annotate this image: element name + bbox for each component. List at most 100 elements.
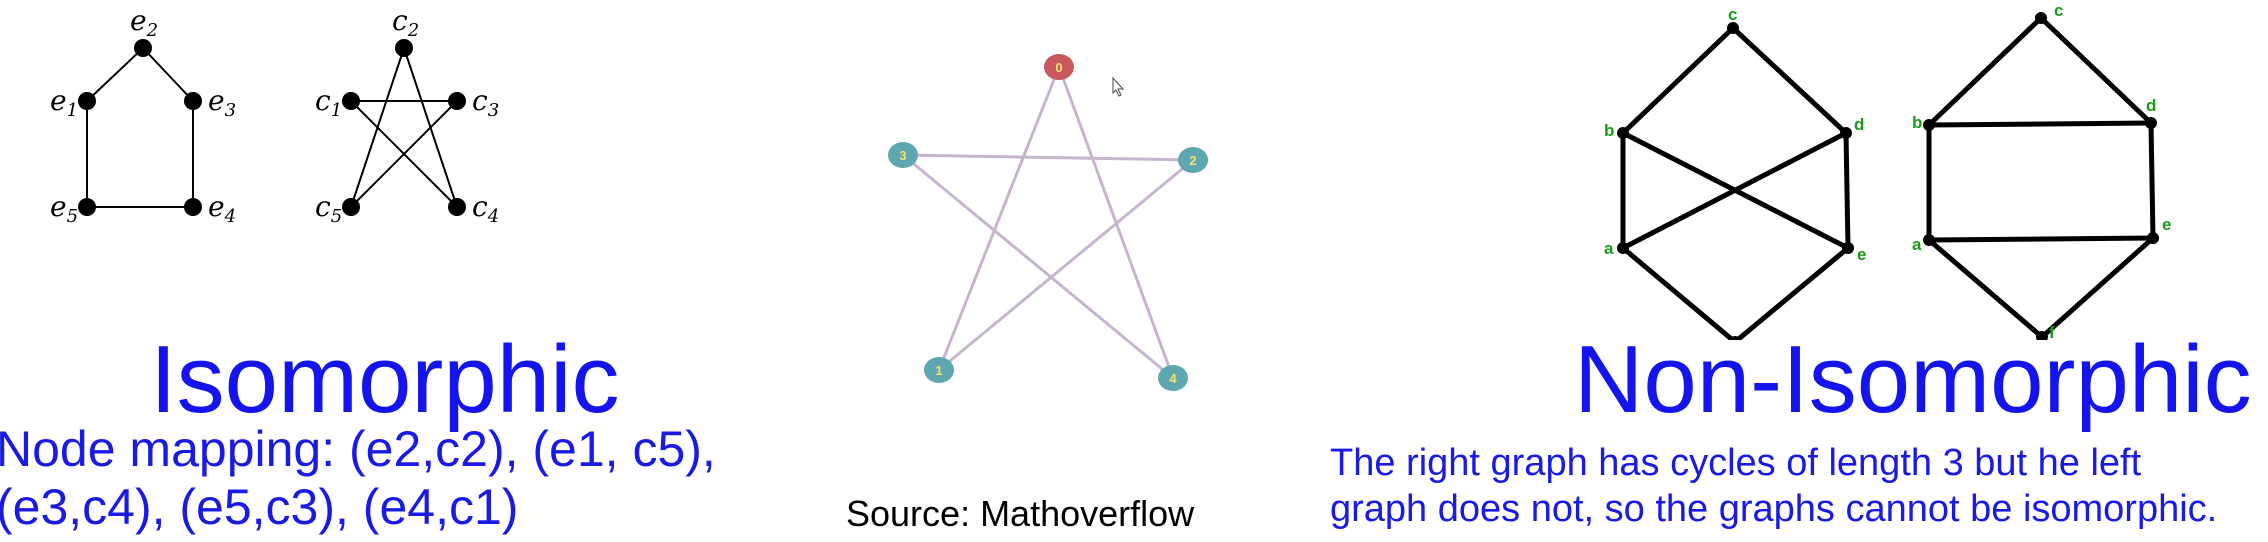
edge-3-4 (902, 153, 1174, 380)
node-e2 (134, 39, 152, 57)
node-c2 (395, 39, 413, 57)
node-4: 4 (1158, 365, 1188, 391)
label-c5: c5 (315, 190, 342, 227)
node-e3 (184, 92, 202, 110)
label-e3: e3 (208, 84, 236, 121)
label-c2: c2 (392, 4, 419, 41)
edge-l-e-f (1733, 245, 1851, 340)
node-e4 (184, 198, 202, 216)
edge-r-d-e (2148, 120, 2156, 241)
label-r-f: f (2049, 323, 2055, 340)
edge-r-c-b (1926, 15, 2044, 128)
label-c4: c4 (472, 190, 499, 227)
node-mapping-text: Node mapping: (e2,c2), (e1, c5), (e3,c4)… (0, 420, 716, 536)
label-l-d: d (1854, 115, 1864, 134)
node-r-b (1923, 119, 1935, 131)
node-l-e (1842, 242, 1854, 254)
node-c5 (342, 198, 360, 216)
graph-left-nodes (1617, 22, 1854, 340)
explanation-text: The right graph has cycles of length 3 b… (1330, 440, 2217, 532)
graph-right-edges (1926, 15, 2156, 340)
node-2: 2 (1178, 147, 1208, 173)
edge-l-a-d (1620, 130, 1849, 251)
label-e4: e4 (208, 190, 236, 227)
label-r-d: d (2146, 96, 2156, 115)
graph-left-edges (1620, 25, 1851, 340)
graph-c (350, 47, 458, 208)
star-graph-edges (902, 66, 1194, 380)
label-c1: c1 (315, 84, 342, 121)
edge-l-d-e (1843, 130, 1851, 251)
node-l-f (1729, 336, 1741, 340)
left-graphs-diagram: e2 e1 e3 e5 e4 c2 c1 c3 c5 c4 (50, 4, 499, 227)
label-l-a: a (1604, 239, 1614, 258)
node-c4 (448, 198, 466, 216)
non-isomorphic-title: Non-Isomorphic (1574, 326, 2252, 433)
label-r-a: a (1912, 235, 1922, 254)
edge-e2-e1 (86, 47, 144, 102)
label-r-c: c (2054, 1, 2063, 20)
explanation-line1: The right graph has cycles of length 3 b… (1330, 442, 2142, 484)
label-l-b: b (1604, 121, 1614, 140)
node-e1 (78, 92, 96, 110)
node-r-c (2035, 12, 2047, 24)
edge-r-e-f (2039, 235, 2156, 340)
explanation-line2: graph does not, so the graphs cannot be … (1330, 488, 2218, 530)
label-r-b: b (1912, 113, 1922, 132)
svg-text:1: 1 (935, 363, 942, 378)
node-r-f (2036, 331, 2048, 340)
svg-text:4: 4 (1169, 371, 1177, 386)
edge-l-a-f (1620, 245, 1737, 340)
label-r-e: e (2162, 215, 2171, 234)
star-graph-diagram: 0 1 2 3 4 (888, 54, 1208, 391)
graph-c-nodes (342, 39, 466, 216)
right-graphs-diagram: c b d a e f c b d a e f (1604, 1, 2171, 340)
svg-text:3: 3 (899, 148, 906, 163)
graph-e-labels: e2 e1 e3 e5 e4 (50, 4, 236, 227)
edge-r-b-d (1926, 120, 2154, 128)
node-1: 1 (924, 357, 954, 383)
graph-right-nodes (1923, 12, 2159, 340)
mouse-cursor-icon (1112, 76, 1125, 97)
edge-l-c-b (1620, 25, 1736, 136)
node-l-b (1617, 127, 1629, 139)
node-r-e (2147, 232, 2159, 244)
graph-right-labels: c b d a e f (1912, 1, 2171, 340)
edge-c2-c4 (403, 47, 458, 208)
node-3: 3 (888, 142, 918, 168)
node-mapping-line2: (e3,c4), (e5,c3), (e4,c1) (0, 479, 519, 535)
edge-3-2 (902, 153, 1194, 162)
node-c1 (342, 92, 360, 110)
edge-2-1 (938, 158, 1194, 372)
svg-text:0: 0 (1055, 60, 1062, 75)
edge-c3-c5 (350, 100, 458, 208)
edge-l-c-d (1730, 25, 1849, 136)
isomorphic-title: Isomorphic (150, 326, 620, 433)
label-e1: e1 (50, 84, 78, 121)
graph-e-nodes (78, 39, 202, 216)
edge-e2-e3 (142, 47, 194, 102)
star-graph-nodes: 0 1 2 3 4 (888, 54, 1208, 391)
svg-text:2: 2 (1189, 153, 1196, 168)
node-l-c (1727, 22, 1739, 34)
node-l-a (1617, 242, 1629, 254)
label-e2: e2 (130, 4, 158, 41)
graph-c-labels: c2 c1 c3 c5 c4 (315, 4, 499, 227)
graph-e (86, 47, 194, 208)
graph-left-labels: c b d a e f (1604, 5, 1866, 264)
node-0: 0 (1044, 54, 1074, 80)
edge-r-a-f (1926, 237, 2045, 340)
source-text: Source: Mathoverflow (846, 493, 1195, 534)
node-c3 (448, 92, 466, 110)
label-c3: c3 (472, 84, 499, 121)
edge-r-a-e (1926, 235, 2156, 243)
edge-r-c-d (2038, 15, 2154, 126)
node-e5 (78, 198, 96, 216)
label-e5: e5 (50, 190, 78, 227)
node-mapping-line1: Node mapping: (e2,c2), (e1, c5), (0, 421, 716, 477)
label-l-e: e (1857, 245, 1866, 264)
edge-0-1 (937, 66, 1061, 371)
label-l-c: c (1728, 5, 1737, 24)
node-r-d (2145, 117, 2157, 129)
node-l-d (1840, 127, 1852, 139)
